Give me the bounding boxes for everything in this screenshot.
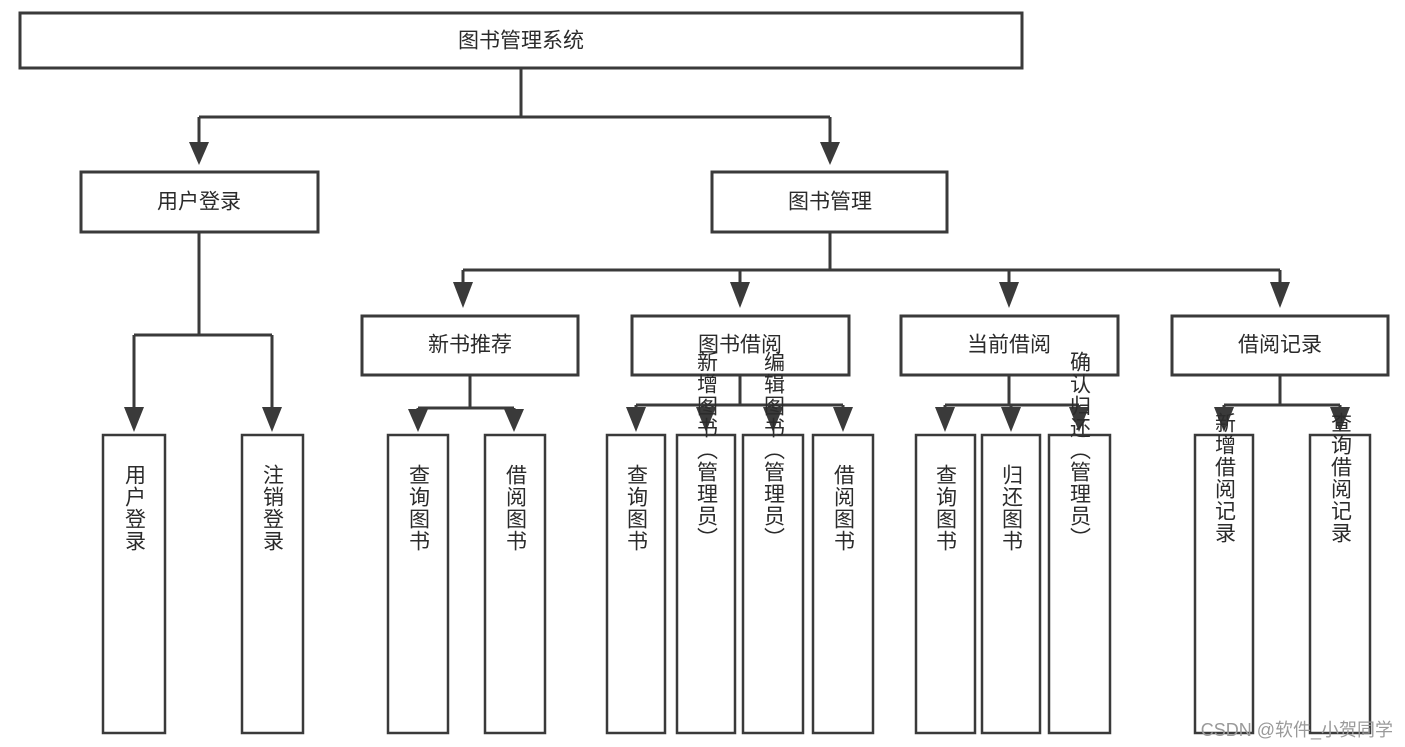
arrow-icon-to-borrowrecord [1270,282,1290,308]
connector-group-currentborrow [935,375,1089,432]
node-new-book-recommend-label: 新书推荐 [428,334,512,357]
node-book-borrow[interactable]: 图书借阅 [630,314,851,377]
node-leaf-current-borrow-2-box[interactable] [980,433,1042,735]
node-leaf-book-borrow-1-box[interactable] [605,433,667,735]
node-leaf-book-borrow-1-label: 查询图书 [625,464,649,552]
node-leaf-borrow-record-1-box[interactable] [1193,433,1255,735]
node-leaf-book-borrow-4-label: 借阅图书 [832,464,856,552]
node-book-management[interactable]: 图书管理 [710,170,949,234]
node-leaf-user-login-1[interactable]: 用户登录 [101,433,167,735]
node-borrow-record-box[interactable] [1170,314,1390,377]
arrow-icon-to-bookborrow [730,282,750,308]
arrow-icon-bookborrow-leaf-2 [696,407,716,432]
arrow-icon-login-leaf-1 [124,407,144,432]
node-leaf-borrow-record-1[interactable]: 新增借阅记录 [1193,412,1255,735]
node-leaf-book-borrow-4[interactable]: 借阅图书 [811,433,875,735]
node-leaf-user-login-1-label: 用户登录 [123,464,147,552]
node-leaf-borrow-record-1-label: 新增借阅记录 [1213,412,1237,544]
arrow-icon-login-leaf-2 [262,407,282,432]
node-leaf-book-borrow-3[interactable]: 编辑图书（管理员） [741,351,805,735]
node-book-borrow-box[interactable] [630,314,851,377]
arrow-icon-to-currentborrow [999,282,1019,308]
node-leaf-user-login-2-box[interactable] [240,433,305,735]
node-leaf-new-book-1[interactable]: 查询图书 [386,433,450,735]
node-root-box[interactable] [18,11,1024,70]
node-root-label: 图书管理系统 [458,30,584,53]
node-leaf-book-borrow-2-box[interactable] [675,433,737,735]
node-current-borrow-label: 当前借阅 [967,334,1051,357]
arrow-icon-borrowrecord-leaf-1 [1214,407,1234,432]
node-leaf-book-borrow-4-box[interactable] [811,433,875,735]
arrow-icon-bookborrow-leaf-3 [763,407,783,432]
arrow-icon-to-newbook [453,282,473,308]
connector-group-borrowrecord [1214,375,1350,432]
node-user-login-label: 用户登录 [157,191,241,214]
node-leaf-user-login-2[interactable]: 注销登录 [240,433,305,735]
arrow-icon-newbook-leaf-2 [504,409,524,432]
arrow-icon-currentborrow-leaf-2 [1001,407,1021,432]
node-leaf-user-login-2-label: 注销登录 [261,464,285,552]
node-leaf-book-borrow-2[interactable]: 新增图书（管理员） [675,351,737,735]
node-book-management-box[interactable] [710,170,949,234]
arrow-icon-to-bookmgmt [820,142,840,165]
node-borrow-record-label: 借阅记录 [1238,334,1322,357]
node-root[interactable]: 图书管理系统 [18,11,1024,70]
node-new-book-recommend[interactable]: 新书推荐 [360,314,580,377]
node-current-borrow[interactable]: 当前借阅 [899,314,1120,377]
arrow-icon-to-login [189,142,209,165]
node-leaf-borrow-record-2-label: 查询借阅记录 [1329,412,1353,544]
arrow-icon-currentborrow-leaf-1 [935,407,955,432]
arrow-icon-newbook-leaf-1 [408,409,428,432]
node-leaf-new-book-2[interactable]: 借阅图书 [483,433,547,735]
node-leaf-book-borrow-3-label: 编辑图书（管理员） [762,351,786,549]
node-borrow-record[interactable]: 借阅记录 [1170,314,1390,377]
node-leaf-user-login-1-box[interactable] [101,433,167,735]
node-new-book-recommend-box[interactable] [360,314,580,377]
node-leaf-book-borrow-1[interactable]: 查询图书 [605,433,667,735]
connector-group-bookborrow [626,375,853,432]
arrow-icon-bookborrow-leaf-4 [833,407,853,432]
node-leaf-new-book-2-box[interactable] [483,433,547,735]
arrow-icon-bookborrow-leaf-1 [626,407,646,432]
node-book-borrow-label: 图书借阅 [698,334,782,357]
node-leaf-current-borrow-2-label: 归还图书 [1000,464,1024,552]
node-leaf-current-borrow-3-label: 确认归还（管理员） [1068,351,1092,549]
node-leaf-new-book-1-label: 查询图书 [407,464,431,552]
node-leaf-borrow-record-2[interactable]: 查询借阅记录 [1308,412,1372,735]
node-user-login-box[interactable] [79,170,320,234]
node-leaf-book-borrow-3-box[interactable] [741,433,805,735]
connector-group-userlogin [124,232,282,432]
node-leaf-current-borrow-2[interactable]: 归还图书 [980,433,1042,735]
node-leaf-new-book-2-label: 借阅图书 [504,464,528,552]
node-current-borrow-box[interactable] [899,314,1120,377]
node-leaf-current-borrow-1[interactable]: 查询图书 [914,433,977,735]
connector-group-bookmgmt [453,232,1290,308]
node-leaf-current-borrow-3-box[interactable] [1047,433,1112,735]
node-leaf-new-book-1-box[interactable] [386,433,450,735]
connector-group-newbook [408,375,524,432]
node-leaf-borrow-record-2-box[interactable] [1308,433,1372,735]
arrow-icon-borrowrecord-leaf-2 [1330,407,1350,432]
node-user-login[interactable]: 用户登录 [79,170,320,234]
node-leaf-current-borrow-1-box[interactable] [914,433,977,735]
node-leaf-book-borrow-2-label: 新增图书（管理员） [695,351,719,549]
node-leaf-current-borrow-1-label: 查询图书 [934,464,958,552]
arrow-icon-currentborrow-leaf-3 [1069,407,1089,432]
connector-group-root [189,68,840,165]
node-book-management-label: 图书管理 [788,191,872,214]
node-leaf-current-borrow-3[interactable]: 确认归还（管理员） [1047,351,1112,735]
